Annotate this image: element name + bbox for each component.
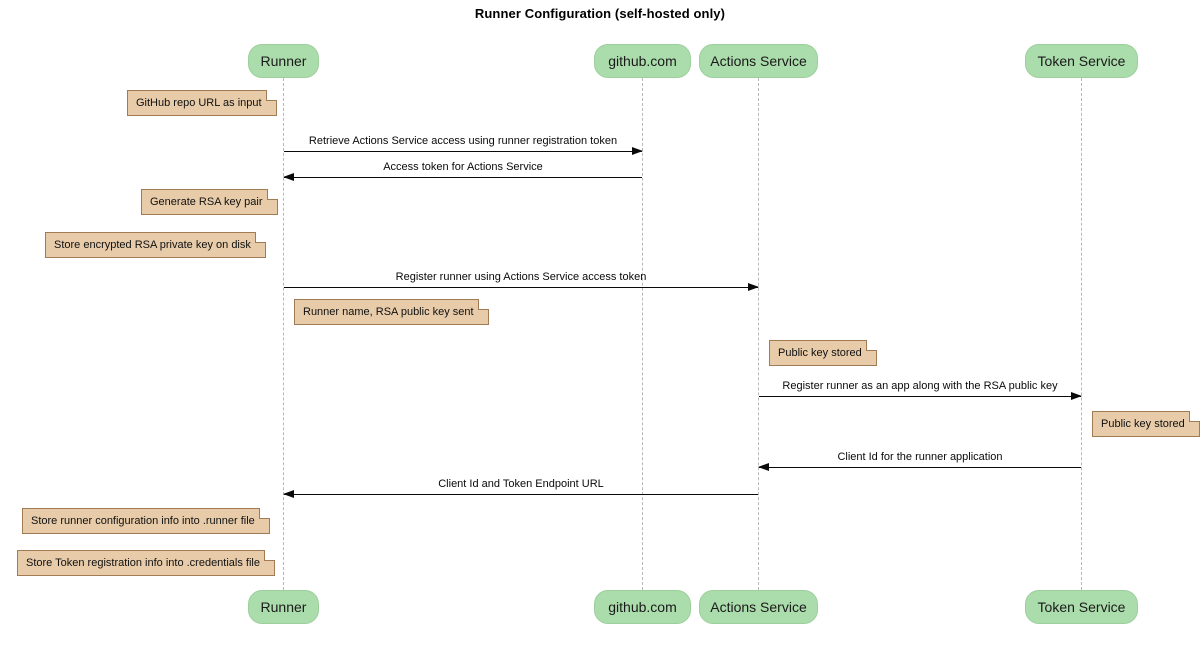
- lifeline-actions: [758, 78, 759, 590]
- message-label: Retrieve Actions Service access using ru…: [308, 135, 618, 147]
- arrowhead-left-icon: [283, 489, 294, 498]
- participant-actions-top[interactable]: Actions Service: [699, 44, 818, 78]
- note-fold-corner: [265, 90, 277, 101]
- note-label: Public key stored: [1101, 418, 1185, 430]
- diagram-title: Runner Configuration (self-hosted only): [474, 6, 726, 21]
- message-client-id-and-token-endpoint-url[interactable]: Client Id and Token Endpoint URL: [283, 478, 758, 498]
- note-label: Store encrypted RSA private key on disk: [54, 239, 251, 251]
- message-access-token-for-actions-service[interactable]: Access token for Actions Service: [283, 161, 642, 181]
- note-github-repo-url: GitHub repo URL as input: [127, 90, 277, 116]
- note-label: Runner name, RSA public key sent: [303, 306, 474, 318]
- note-label: Generate RSA key pair: [150, 196, 263, 208]
- message-client-id-for-runner-application[interactable]: Client Id for the runner application: [758, 451, 1081, 471]
- arrowhead-right-icon: [632, 146, 643, 155]
- note-public-key-stored-token: Public key stored: [1092, 411, 1200, 437]
- participant-runner-top[interactable]: Runner: [248, 44, 319, 78]
- note-store-runner-configuration: Store runner configuration info into .ru…: [22, 508, 270, 534]
- note-runner-name-rsa-public-key-sent: Runner name, RSA public key sent: [294, 299, 489, 325]
- participant-github-top[interactable]: github.com: [594, 44, 691, 78]
- note-label: Store runner configuration info into .ru…: [31, 515, 255, 527]
- message-register-runner-as-app[interactable]: Register runner as an app along with the…: [759, 380, 1082, 400]
- note-fold-corner: [258, 508, 270, 519]
- lifeline-github: [642, 78, 643, 590]
- lifeline-runner: [283, 78, 284, 590]
- note-fold-corner: [1188, 411, 1200, 422]
- participant-token-top[interactable]: Token Service: [1025, 44, 1138, 78]
- note-fold-corner: [266, 189, 278, 200]
- note-fold-corner: [865, 340, 877, 351]
- participant-runner-bottom[interactable]: Runner: [248, 590, 319, 624]
- message-label: Client Id and Token Endpoint URL: [438, 478, 604, 490]
- arrowhead-right-icon: [1071, 391, 1082, 400]
- note-fold-corner: [477, 299, 489, 310]
- note-store-token-registration: Store Token registration info into .cred…: [17, 550, 275, 576]
- message-retrieve-actions-service-access[interactable]: Retrieve Actions Service access using ru…: [284, 135, 643, 155]
- participant-token-bottom[interactable]: Token Service: [1025, 590, 1138, 624]
- note-label: Store Token registration info into .cred…: [26, 557, 260, 569]
- note-fold-corner: [263, 550, 275, 561]
- participant-actions-bottom[interactable]: Actions Service: [699, 590, 818, 624]
- note-generate-rsa-key-pair: Generate RSA key pair: [141, 189, 278, 215]
- participant-github-bottom[interactable]: github.com: [594, 590, 691, 624]
- note-public-key-stored-actions: Public key stored: [769, 340, 877, 366]
- message-label: Access token for Actions Service: [383, 161, 543, 173]
- note-fold-corner: [254, 232, 266, 243]
- message-label: Client Id for the runner application: [837, 451, 1003, 463]
- message-label: Register runner as an app along with the…: [782, 380, 1058, 392]
- lifeline-token: [1081, 78, 1082, 590]
- message-label: Register runner using Actions Service ac…: [395, 271, 647, 283]
- note-label: Public key stored: [778, 347, 862, 359]
- message-register-runner-using-access-token[interactable]: Register runner using Actions Service ac…: [284, 271, 759, 291]
- note-label: GitHub repo URL as input: [136, 97, 262, 109]
- arrowhead-left-icon: [283, 172, 294, 181]
- arrowhead-right-icon: [748, 282, 759, 291]
- arrowhead-left-icon: [758, 462, 769, 471]
- note-store-encrypted-rsa-private-key: Store encrypted RSA private key on disk: [45, 232, 266, 258]
